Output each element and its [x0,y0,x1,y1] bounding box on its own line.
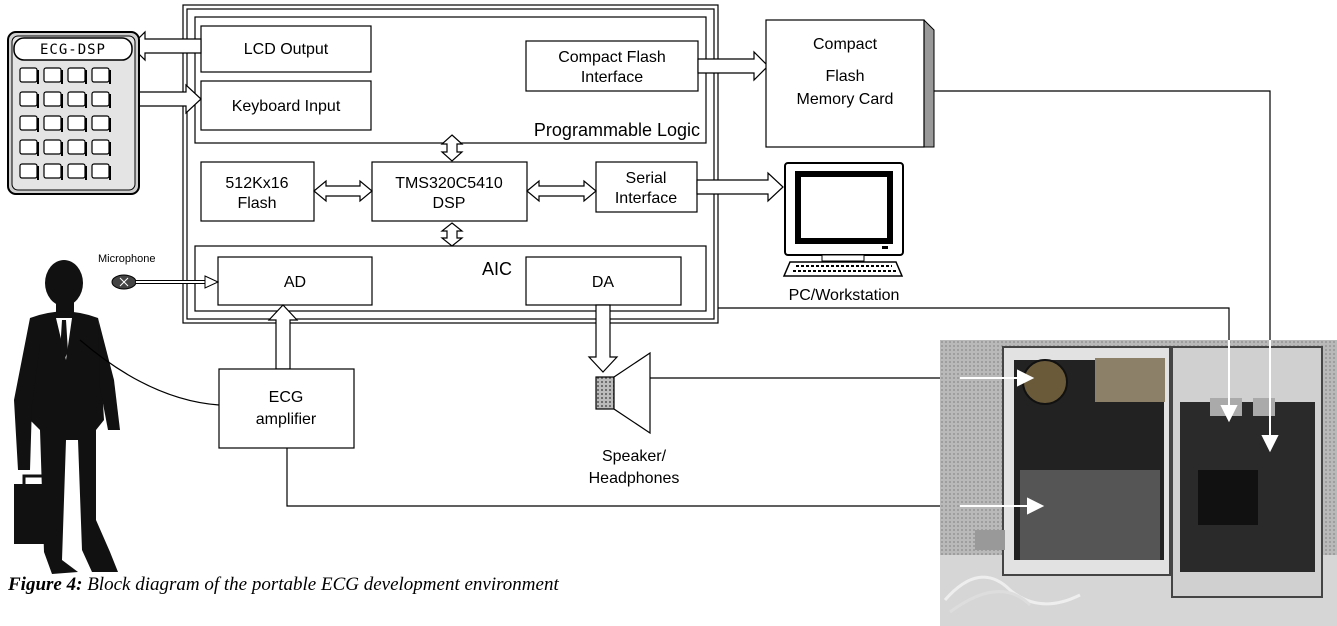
aic-label: AIC [482,259,512,279]
flash-label-2: Flash [237,195,276,212]
keyboard-input-block: Keyboard Input [200,80,372,131]
person-icon [14,260,120,574]
figure-caption: Figure 4: Block diagram of the portable … [7,574,559,595]
flash-block: 512Kx16 Flash [200,161,315,222]
cf-card-label-3: Memory Card [797,91,894,108]
keypad-display-text: ECG-DSP [40,42,106,58]
cf-card-label-2: Flash [825,68,864,85]
da-block: DA [525,256,682,306]
caption-prefix: Figure 4: [7,574,82,595]
serial-label-1: Serial [626,170,667,187]
electrode-cable [79,339,220,406]
programmable-logic-label: Programmable Logic [534,120,700,140]
serial-label-2: Interface [615,190,677,207]
ad-block: AD [217,256,373,306]
keyboard-input-label: Keyboard Input [232,98,341,115]
microphone-icon: Microphone [98,253,220,290]
keypad-icon: ECG-DSP [7,31,140,195]
speaker-label-1: Speaker/ [602,448,667,465]
lcd-output-block: LCD Output [200,25,372,73]
computer-icon: PC/Workstation [782,162,904,304]
pc-label: PC/Workstation [789,287,900,304]
flash-label-1: 512Kx16 [225,175,288,192]
speaker-icon: Speaker/ Headphones [589,351,680,487]
cf-interface-label-1: Compact Flash [558,49,666,66]
lcd-output-label: LCD Output [244,41,329,58]
cf-card-label-1: Compact [813,36,878,53]
da-label: DA [592,274,615,291]
ad-label: AD [284,274,306,291]
caption-text: Block diagram of the portable ECG develo… [82,574,559,595]
device-photo [940,340,1337,626]
microphone-label: Microphone [98,253,155,265]
ecg-amplifier-block: ECG amplifier [218,368,355,449]
photo-arrows [960,340,1279,515]
ecg-amp-label-1: ECG [269,389,304,406]
main-board [182,4,719,324]
dsp-block: TMS320C5410 DSP [371,161,528,222]
bus-arrows [127,30,784,373]
cf-card-block: Compact Flash Memory Card [765,19,935,148]
cf-interface-label-2: Interface [581,69,643,86]
cf-interface-block: Compact Flash Interface [525,40,699,92]
dsp-label-2: DSP [433,195,466,212]
serial-interface-block: Serial Interface [595,161,698,213]
ecg-amp-label-2: amplifier [256,411,317,428]
dsp-label-1: TMS320C5410 [395,175,503,192]
speaker-label-2: Headphones [589,470,680,487]
